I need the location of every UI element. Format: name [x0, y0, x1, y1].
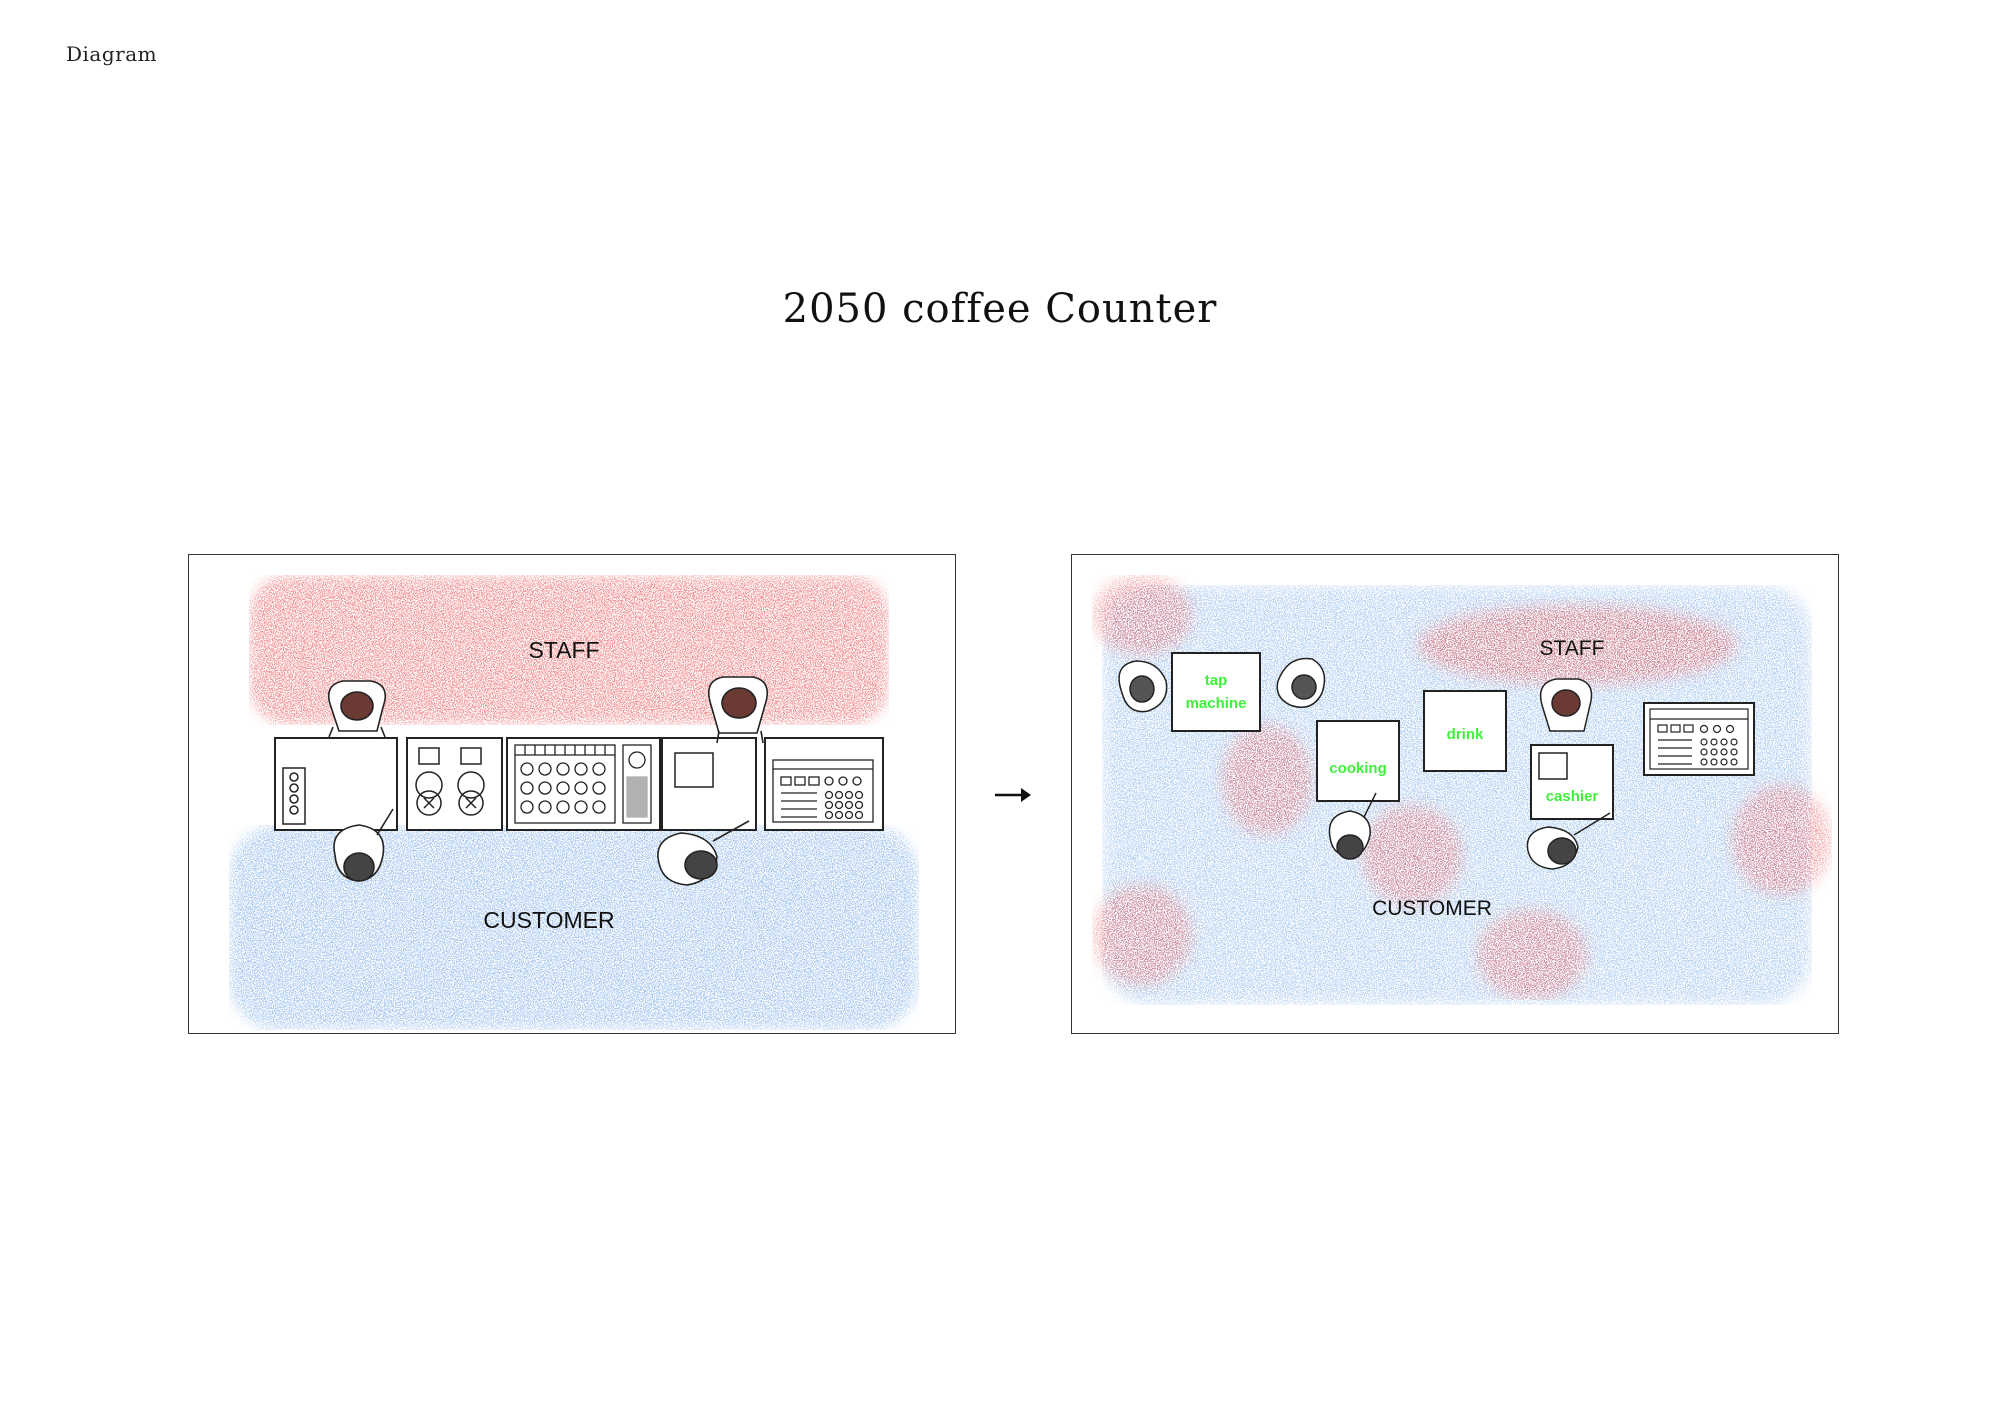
station-cooking: [1316, 720, 1400, 802]
station-label-machine: machine: [1186, 695, 1247, 712]
staff-figure-left: [327, 680, 387, 738]
grinders-detail: [415, 747, 485, 816]
customer-figure-left: [333, 808, 394, 882]
transition-arrow-icon: [995, 788, 1031, 802]
cashier-tray: [1538, 752, 1568, 780]
page-title: 2050 coffee Counter: [782, 286, 1218, 332]
customer-figure-right: [657, 820, 750, 886]
current-counter-drawing: STAFF CUSTOMER: [229, 575, 919, 1030]
station-label-drink: drink: [1447, 726, 1484, 743]
customer-zone-label: CUSTOMER: [1372, 897, 1492, 920]
station-label-cashier: cashier: [1546, 788, 1599, 805]
menu-board-detail: [772, 759, 874, 823]
station-cashier: [1530, 744, 1614, 820]
customer-figure-cashier: [1526, 812, 1611, 870]
staff-figure-tap-left: [1118, 660, 1168, 713]
station-label-cooking: cooking: [1329, 760, 1387, 777]
menu-board-detail: [1649, 708, 1749, 770]
pastry-case-detail: [514, 744, 652, 824]
station-tap-machine: [1171, 652, 1261, 732]
future-counter-drawing: STAFF CUSTOMER tap machine cooking: [1092, 575, 1832, 1005]
staff-figure-right: [707, 676, 769, 744]
customer-figure-cooking: [1328, 792, 1377, 860]
counter-module-menu-board: [764, 737, 884, 831]
station-drink: [1423, 690, 1507, 772]
current-counter-panel: STAFF CUSTOMER: [188, 554, 956, 1034]
staff-zone-label: STAFF: [1540, 637, 1605, 660]
counter-row: [274, 737, 884, 831]
staff-figure-tap-right: [1276, 657, 1326, 708]
corner-label: Diagram: [66, 42, 158, 66]
staff-zones: [1092, 575, 1832, 1000]
prep-tray: [674, 752, 714, 788]
customer-zone: [229, 825, 919, 1030]
customer-zone-label: CUSTOMER: [483, 907, 614, 933]
staff-figure-cashier: [1539, 678, 1593, 732]
counter-module-prep: [661, 737, 757, 831]
future-counter-panel: STAFF CUSTOMER tap machine cooking: [1071, 554, 1839, 1034]
station-label-tap: tap: [1205, 672, 1228, 689]
staff-zone-label: STAFF: [528, 637, 599, 663]
register-detail: [282, 767, 306, 825]
counter-module-pastry-case: [506, 737, 661, 831]
counter-module-grinders: [406, 737, 503, 831]
